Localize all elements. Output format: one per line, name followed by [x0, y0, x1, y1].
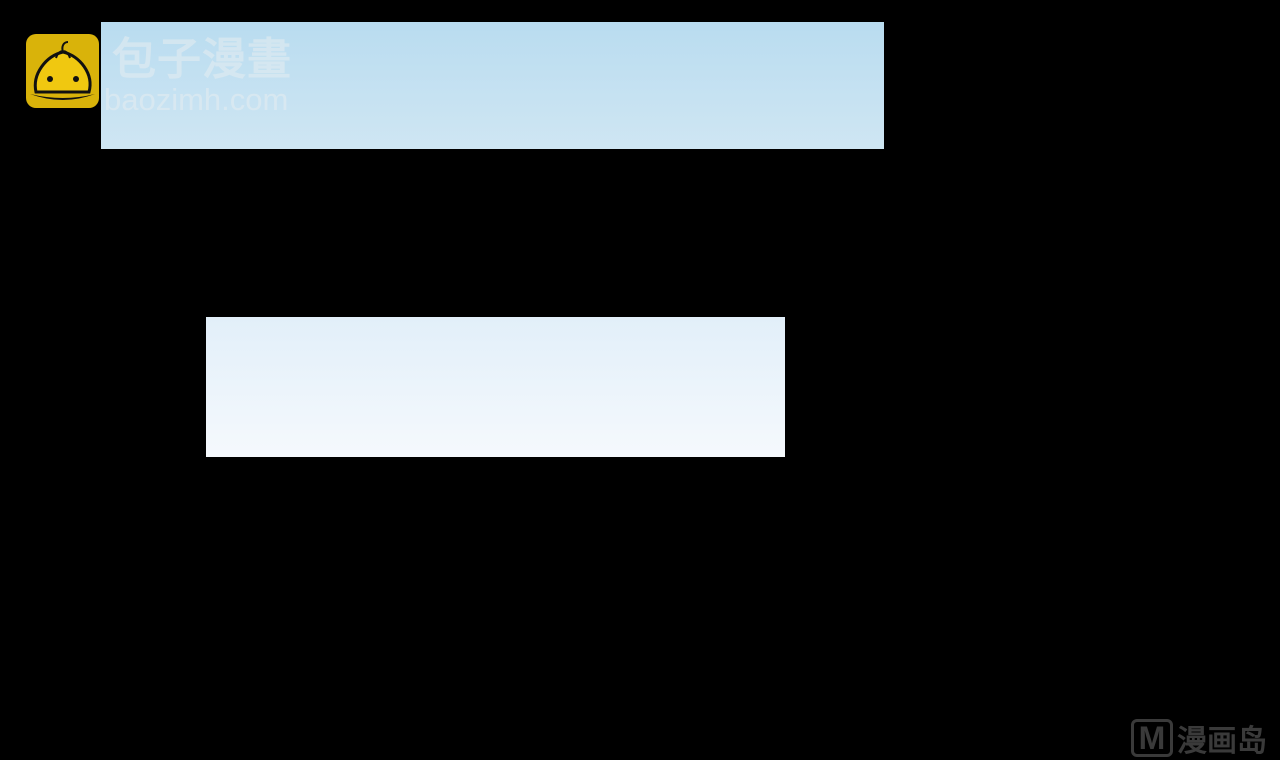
watermark-m-logo: M — [1131, 719, 1173, 757]
comic-panel-light — [206, 317, 785, 457]
watermark-site-url: baozimh.com — [104, 82, 289, 117]
watermark-site-name: 包子漫畫 — [112, 34, 292, 85]
watermark-bottom-name: 漫画岛 — [1177, 724, 1267, 759]
steamed-bun-icon — [26, 34, 99, 108]
watermark-bottom: M 漫画岛 — [1131, 716, 1267, 760]
comic-panel-sky — [101, 22, 884, 149]
